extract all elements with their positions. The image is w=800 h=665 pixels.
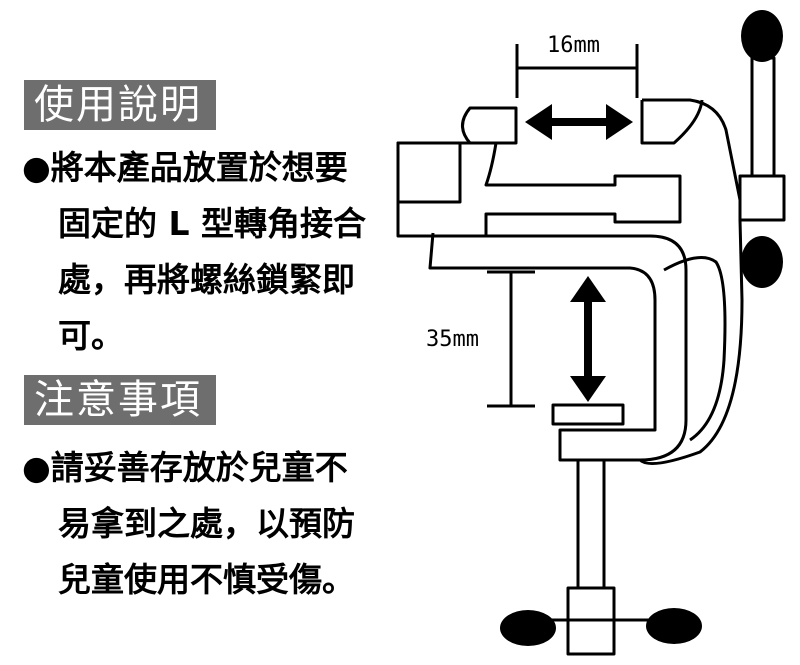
- upper-handle-knob: [741, 10, 783, 62]
- width-label: 16mm: [547, 33, 600, 58]
- depth-arrow-bottom-head: [570, 376, 606, 402]
- cautions-line: 易拿到之處，以預防: [58, 504, 355, 543]
- instructions-text: ●將本產品放置於想要 固定的 L 型轉角接合 處，再將螺絲鎖緊即 可。: [22, 140, 382, 364]
- right-jaw-outline: [638, 98, 744, 466]
- left-handle-knob: [500, 610, 556, 646]
- lower-screw-shaft: [576, 458, 606, 590]
- right-handle-knob: [646, 608, 702, 644]
- instructions-line: ●將本產品放置於想要: [22, 148, 348, 187]
- width-arrow-right-head: [606, 104, 633, 140]
- width-arrow-left-head: [525, 104, 552, 140]
- depth-arrow-top-head: [570, 276, 606, 302]
- lower-handle-knob: [741, 236, 783, 288]
- instructions-heading: 使用說明: [24, 80, 216, 130]
- cautions-line: ●請妥善存放於兒童不: [22, 448, 348, 487]
- cautions-line: 兒童使用不慎受傷。: [58, 560, 355, 599]
- left-jaw-body: [396, 141, 682, 238]
- upper-screw-block: [738, 174, 786, 222]
- cautions-heading: 注意事項: [24, 375, 216, 425]
- depth-label: 35mm: [426, 327, 479, 352]
- instructions-line: 可。: [58, 316, 124, 355]
- instructions-line: 處，再將螺絲鎖緊即: [58, 260, 355, 299]
- left-jaw-pad: [461, 106, 518, 145]
- instructions-line: 固定的 L 型轉角接合: [58, 204, 367, 243]
- rear-plate: [396, 141, 462, 204]
- upper-screw-shaft: [750, 56, 776, 178]
- frame-inner-curve: [663, 256, 727, 442]
- clamp-frame: [428, 232, 688, 462]
- cautions-text: ●請妥善存放於兒童不 易拿到之處，以預防 兒童使用不慎受傷。: [22, 440, 382, 608]
- clamp-diagram: 16mm 35mm: [396, 10, 786, 656]
- right-jaw-pad: [640, 99, 704, 145]
- bottom-pad: [551, 403, 625, 426]
